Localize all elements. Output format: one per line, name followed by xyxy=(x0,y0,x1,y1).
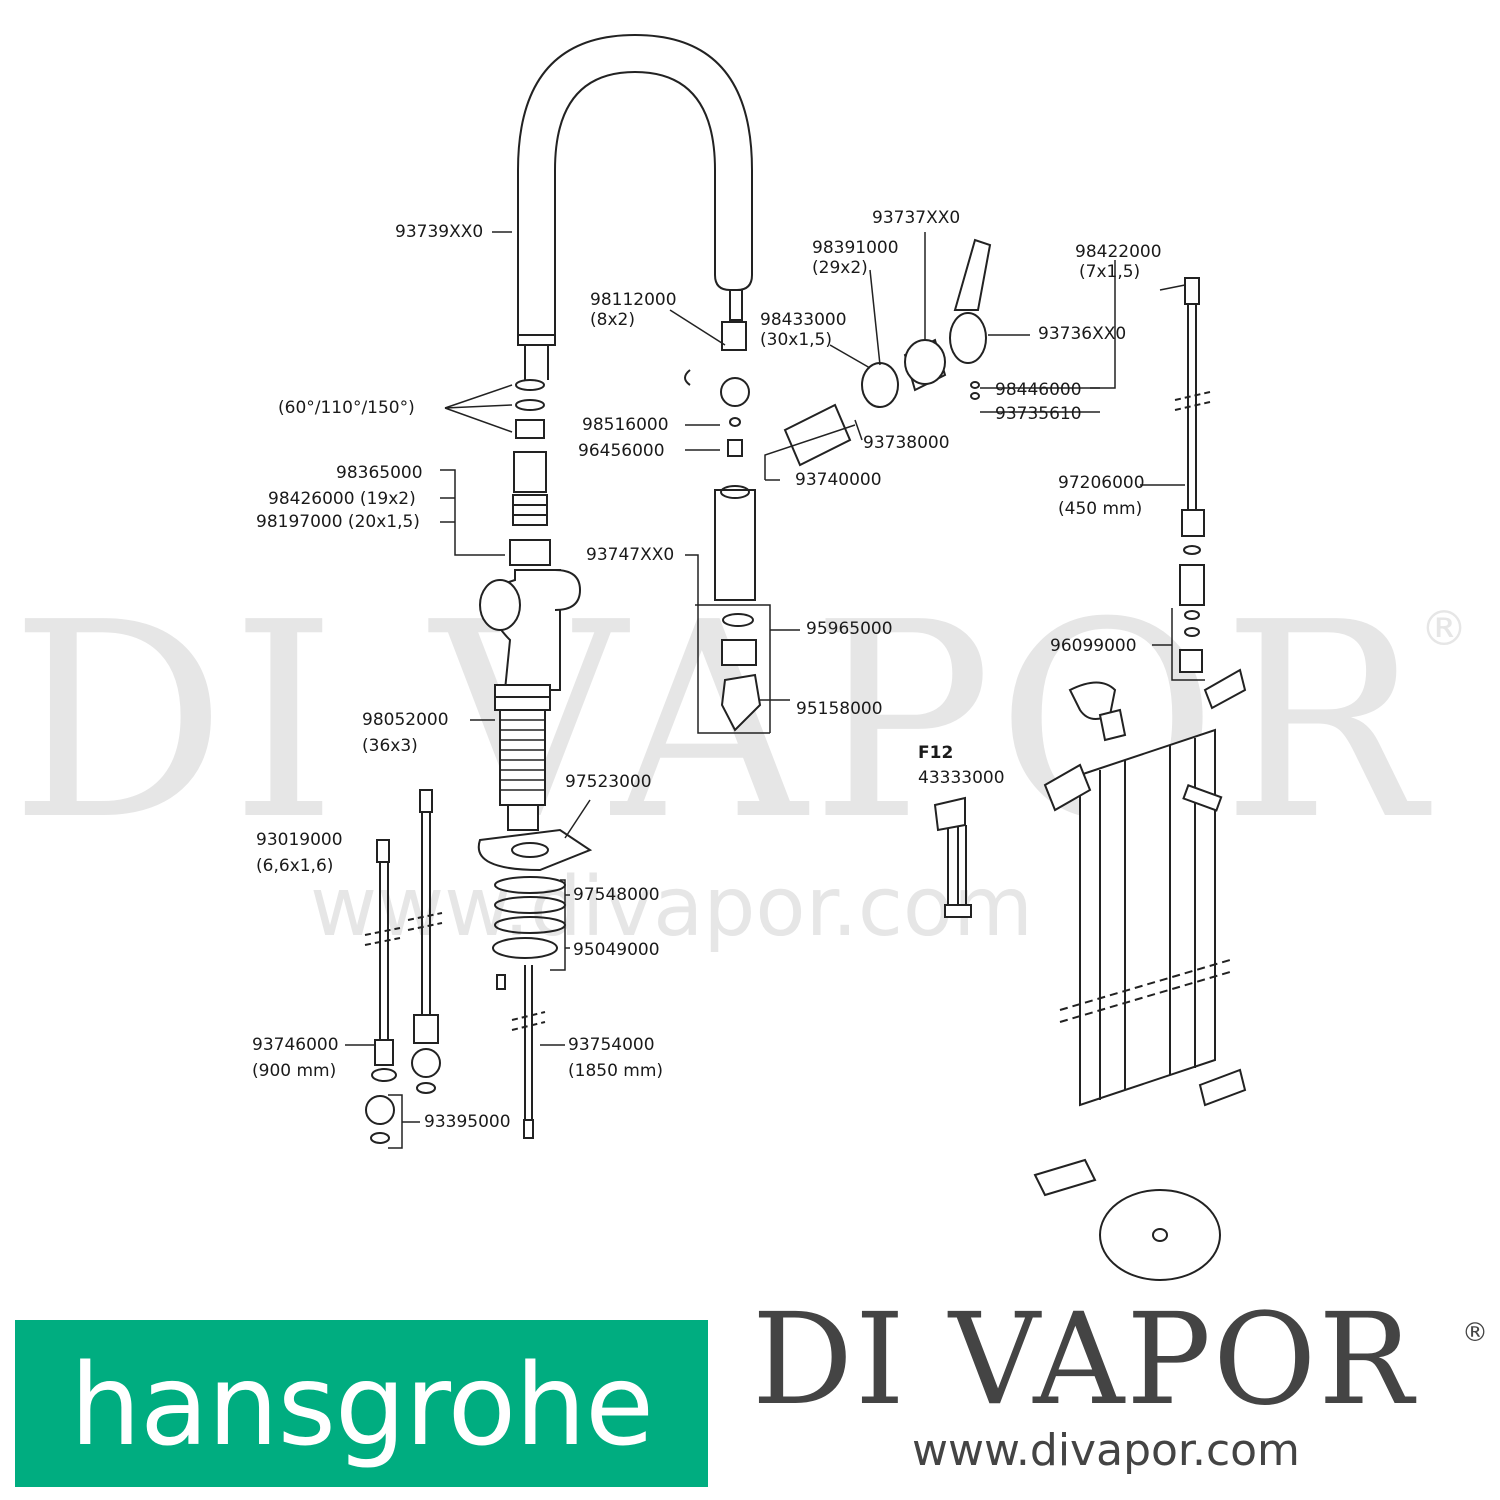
label-98112000-dim: (8x2) xyxy=(590,310,635,330)
label-98112000: 98112000 (8x2) xyxy=(590,290,677,330)
mixer-body xyxy=(479,569,582,831)
label-98112000-number: 98112000 xyxy=(590,290,677,310)
label-93019000: 93019000 (6,6x1,6) xyxy=(256,830,343,876)
label-f12: F12 xyxy=(918,743,954,763)
label-93747: 93747XX0 xyxy=(586,545,675,565)
hansgrohe-wordmark: hansgrohe xyxy=(69,1340,654,1471)
label-98391000: 98391000 (29x2) xyxy=(812,238,899,278)
label-95158000: 95158000 xyxy=(796,699,883,719)
label-angles: (60°/110°/150°) xyxy=(278,398,415,418)
label-98422000-number: 98422000 xyxy=(1075,242,1162,262)
label-93740000: 93740000 xyxy=(795,470,882,490)
label-98197000: 98197000 (20x1,5) xyxy=(256,512,420,532)
spout-drawing xyxy=(517,33,753,380)
leader-lines xyxy=(345,231,1205,1149)
label-93736: 93736XX0 xyxy=(1038,324,1127,344)
label-98422000: 98422000 (7x1,5) xyxy=(1075,242,1162,282)
label-95049000: 95049000 xyxy=(573,940,660,960)
label-96456000: 96456000 xyxy=(578,441,665,461)
label-93754000: 93754000 (1850 mm) xyxy=(568,1035,663,1081)
label-43333000: 43333000 xyxy=(918,768,1005,788)
label-97548000: 97548000 xyxy=(573,885,660,905)
label-98433000-dim: (30x1,5) xyxy=(760,330,832,350)
label-98052000-number: 98052000 xyxy=(362,710,449,730)
supply-hoses xyxy=(364,789,443,1144)
label-93746000-number: 93746000 xyxy=(252,1035,339,1055)
hose-drawing xyxy=(511,965,546,1139)
divapor-registered-mark: ® xyxy=(1462,1318,1488,1348)
label-98426000: 98426000 (19x2) xyxy=(268,489,416,509)
label-98052000: 98052000 (36x3) xyxy=(362,710,449,756)
spout-rings xyxy=(509,379,551,566)
label-98391000-dim: (29x2) xyxy=(812,258,868,278)
label-97523000: 97523000 xyxy=(565,772,652,792)
label-97206000-dim: (450 mm) xyxy=(1058,499,1143,519)
mounting-frame xyxy=(933,668,1247,1281)
label-98446000: 98446000 xyxy=(995,380,1082,400)
label-93395000: 93395000 xyxy=(424,1112,511,1132)
label-93746000-dim: (900 mm) xyxy=(252,1061,337,1081)
label-93754000-dim: (1850 mm) xyxy=(568,1061,664,1081)
label-96099000: 96099000 xyxy=(1050,636,1137,656)
label-93739: 93739XX0 xyxy=(395,222,484,242)
label-95965000: 95965000 xyxy=(806,619,893,639)
label-93019000-dim: (6,6x1,6) xyxy=(256,856,334,876)
label-97206000-number: 97206000 xyxy=(1058,473,1145,493)
hansgrohe-logo: hansgrohe xyxy=(15,1320,708,1487)
label-98365000: 98365000 xyxy=(336,463,423,483)
base-plate xyxy=(477,828,593,990)
label-98391000-number: 98391000 xyxy=(812,238,899,258)
label-98516000: 98516000 xyxy=(582,415,669,435)
label-98433000-number: 98433000 xyxy=(760,310,847,330)
label-93746000: 93746000 (900 mm) xyxy=(252,1035,339,1081)
label-97206000: 97206000 (450 mm) xyxy=(1058,473,1145,519)
label-93754000-number: 93754000 xyxy=(568,1035,655,1055)
label-93019000-number: 93019000 xyxy=(256,830,343,850)
label-98052000-dim: (36x3) xyxy=(362,736,418,756)
right-hose-drawing xyxy=(1174,277,1211,673)
label-93738000: 93738000 xyxy=(863,433,950,453)
label-98433000: 98433000 (30x1,5) xyxy=(760,310,847,350)
label-98422000-dim: (7x1,5) xyxy=(1079,262,1141,282)
label-93735610: 93735610 xyxy=(995,404,1082,424)
label-93737: 93737XX0 xyxy=(872,208,961,228)
divapor-url: www.divapor.com xyxy=(912,1425,1300,1476)
cartridge-drawing xyxy=(684,238,992,732)
divapor-logo: DI VAPOR xyxy=(752,1286,1416,1433)
